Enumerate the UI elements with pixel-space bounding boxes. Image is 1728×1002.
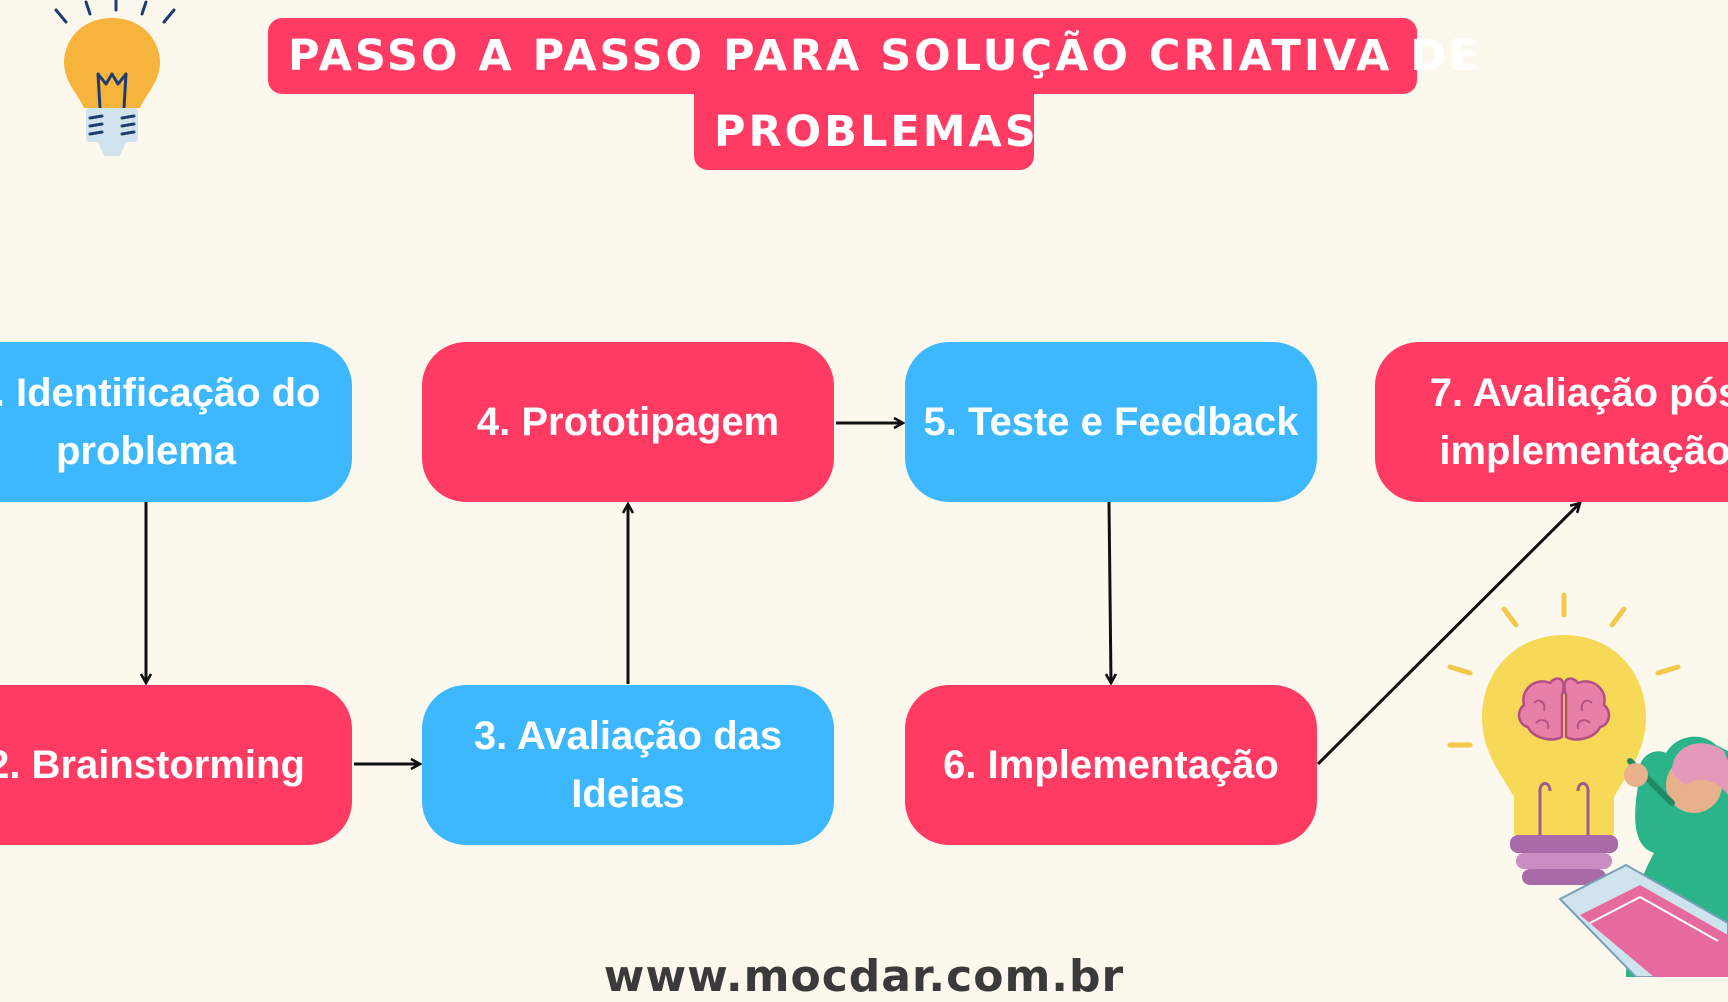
- step-5-node: 5. Teste e Feedback: [905, 342, 1317, 502]
- step-3-line-2: Ideias: [571, 772, 685, 816]
- lightbulb-icon: [54, 0, 176, 156]
- step-1-line-2: problema: [55, 429, 237, 473]
- step-4-line-1: 4. Prototipagem: [476, 400, 780, 444]
- step-1-node: 1. Identificação do problema: [0, 342, 352, 502]
- step-7-line-2: implementação: [1439, 429, 1728, 473]
- title-line-2: PROBLEMAS: [694, 94, 1036, 170]
- step-6-node: 6. Implementação: [905, 685, 1317, 845]
- step-5-line-1: 5. Teste e Feedback: [923, 400, 1299, 444]
- title-line-1: PASSO A PASSO PARA SOLUÇÃO CRIATIVA DE: [268, 18, 1479, 94]
- step-3-line-1: 3. Avaliação das: [473, 714, 783, 758]
- step-1-line-1: 1. Identificação do: [0, 371, 321, 415]
- footer-url[interactable]: www.mocdar.com.br: [603, 951, 1125, 1002]
- step-2-node: 2. Brainstorming: [0, 685, 352, 845]
- step-6-line-1: 6. Implementação: [943, 743, 1279, 787]
- arrow-5-to-6: [1109, 501, 1111, 683]
- step-7-node: 7. Avaliação pós implementação: [1375, 342, 1728, 502]
- flow-arrows: [0, 0, 1728, 977]
- step-4-node: 4. Prototipagem: [422, 342, 834, 502]
- step-7-line-1: 7. Avaliação pós: [1429, 371, 1728, 415]
- brain-lightbulb-illustration: [1447, 592, 1728, 977]
- arrow-6-to-7: [1316, 503, 1580, 766]
- step-2-line-1: 2. Brainstorming: [0, 743, 305, 787]
